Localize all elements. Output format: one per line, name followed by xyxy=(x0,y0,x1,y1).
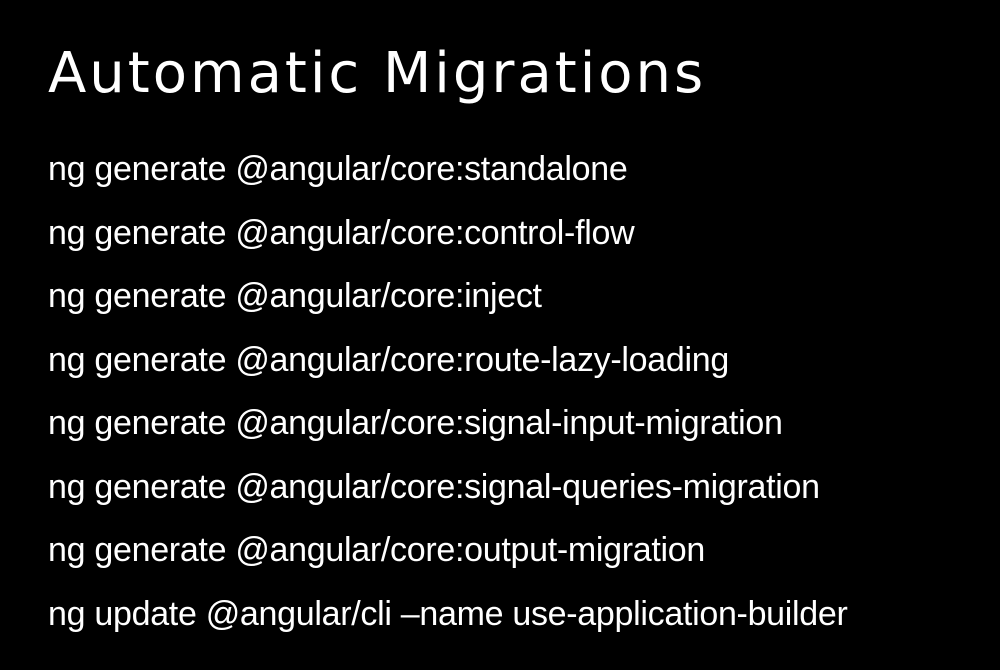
command-line-output-migration: ng generate @angular/core:output-migrati… xyxy=(48,531,705,569)
command-line-signal-input-migration: ng generate @angular/core:signal-input-m… xyxy=(48,404,783,442)
command-line-inject: ng generate @angular/core:inject xyxy=(48,277,542,315)
command-line-route-lazy-loading: ng generate @angular/core:route-lazy-loa… xyxy=(48,340,729,379)
command-line-standalone: ng generate @angular/core:standalone xyxy=(48,150,628,188)
slide-title: Automatic Migrations xyxy=(48,41,707,106)
command-line-signal-queries-migration: ng generate @angular/core:signal-queries… xyxy=(48,467,820,506)
command-list: ng generate @angular/core:standalone ng … xyxy=(48,138,848,646)
command-line-control-flow: ng generate @angular/core:control-flow xyxy=(48,213,635,252)
command-line-application-builder: ng update @angular/cli –name use-applica… xyxy=(48,594,848,633)
